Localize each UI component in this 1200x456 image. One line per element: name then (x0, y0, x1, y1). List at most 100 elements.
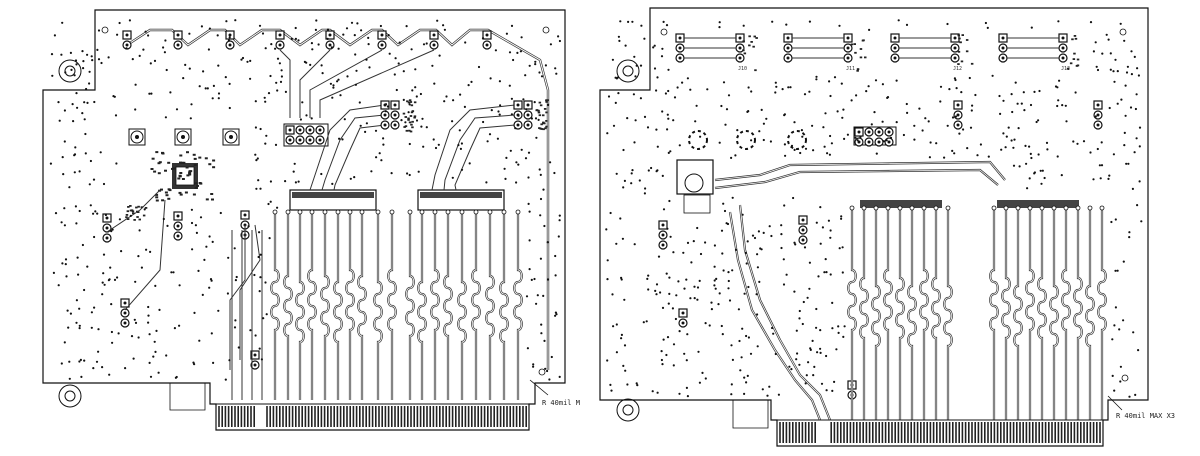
via (188, 32, 191, 35)
drill-hole (393, 113, 397, 117)
via (278, 62, 281, 65)
via (1030, 156, 1033, 160)
via (609, 383, 612, 386)
via (82, 67, 85, 70)
drill-hole (1001, 46, 1005, 50)
edge-connector-left (215, 403, 530, 431)
via (134, 83, 137, 86)
smd-part (411, 120, 414, 123)
via (897, 19, 900, 22)
smd-part (179, 161, 182, 164)
smd-part (408, 99, 412, 102)
via (611, 293, 614, 296)
via (666, 128, 669, 131)
via (803, 93, 807, 96)
smd-part (537, 111, 541, 114)
via (407, 111, 410, 114)
via (398, 41, 401, 44)
via (380, 159, 383, 162)
via (294, 181, 297, 184)
pin-header (380, 100, 390, 130)
smd-part (133, 219, 136, 221)
via (104, 213, 107, 217)
drill-hole (288, 128, 292, 132)
via (651, 390, 654, 393)
drill-hole (893, 36, 897, 40)
via (528, 64, 531, 67)
pin-header (798, 215, 808, 245)
via (190, 208, 193, 211)
via (81, 243, 84, 247)
via (790, 368, 793, 371)
via (269, 180, 272, 183)
via (81, 50, 84, 53)
via (420, 125, 423, 128)
via (1138, 145, 1141, 148)
pin-header (102, 213, 112, 243)
via (206, 87, 209, 90)
via (460, 168, 464, 171)
drill-hole (877, 130, 881, 134)
via (1025, 162, 1028, 165)
via (96, 48, 99, 52)
via (267, 202, 270, 206)
via (833, 76, 837, 79)
via (749, 352, 753, 355)
via (717, 303, 720, 306)
smd-part (167, 161, 171, 164)
via (1030, 26, 1033, 29)
via (690, 261, 693, 264)
via (843, 325, 846, 328)
via (762, 138, 765, 142)
via (1023, 109, 1026, 112)
via (617, 92, 620, 95)
via (375, 209, 381, 215)
via (1038, 89, 1041, 93)
smd-part (542, 114, 545, 117)
serpentine-trace-core (333, 212, 343, 400)
serpentine-trace-core (283, 212, 293, 400)
via (720, 104, 723, 108)
via (713, 284, 716, 287)
via (188, 67, 191, 70)
via (646, 277, 649, 280)
via (125, 47, 128, 50)
via (1132, 331, 1135, 334)
smd-part (178, 191, 182, 194)
smd-part (125, 216, 128, 219)
via (1058, 79, 1061, 82)
via (698, 279, 701, 282)
via (1094, 41, 1097, 44)
via (630, 182, 633, 185)
via (856, 139, 859, 142)
drill-hole (1061, 56, 1065, 60)
via (606, 132, 609, 135)
smd-part (409, 130, 413, 133)
via (831, 327, 834, 330)
via (299, 118, 302, 121)
via (612, 124, 616, 127)
via (74, 146, 77, 149)
via (558, 219, 561, 222)
fiducial (101, 26, 109, 34)
drill-hole (176, 224, 180, 228)
via (92, 178, 96, 181)
smd-part (405, 129, 409, 132)
via (621, 237, 625, 240)
via (227, 39, 230, 42)
via (1112, 153, 1115, 156)
via (517, 163, 520, 166)
via (422, 145, 425, 148)
smd-part (135, 206, 138, 209)
via (706, 88, 709, 91)
fiducial (1121, 374, 1129, 382)
via (262, 317, 265, 320)
via (1087, 205, 1093, 211)
pin-header (173, 30, 183, 50)
via (753, 236, 757, 240)
via (661, 306, 665, 309)
smd-part (172, 167, 176, 170)
via (835, 348, 838, 351)
via (520, 36, 523, 39)
via (498, 80, 501, 83)
